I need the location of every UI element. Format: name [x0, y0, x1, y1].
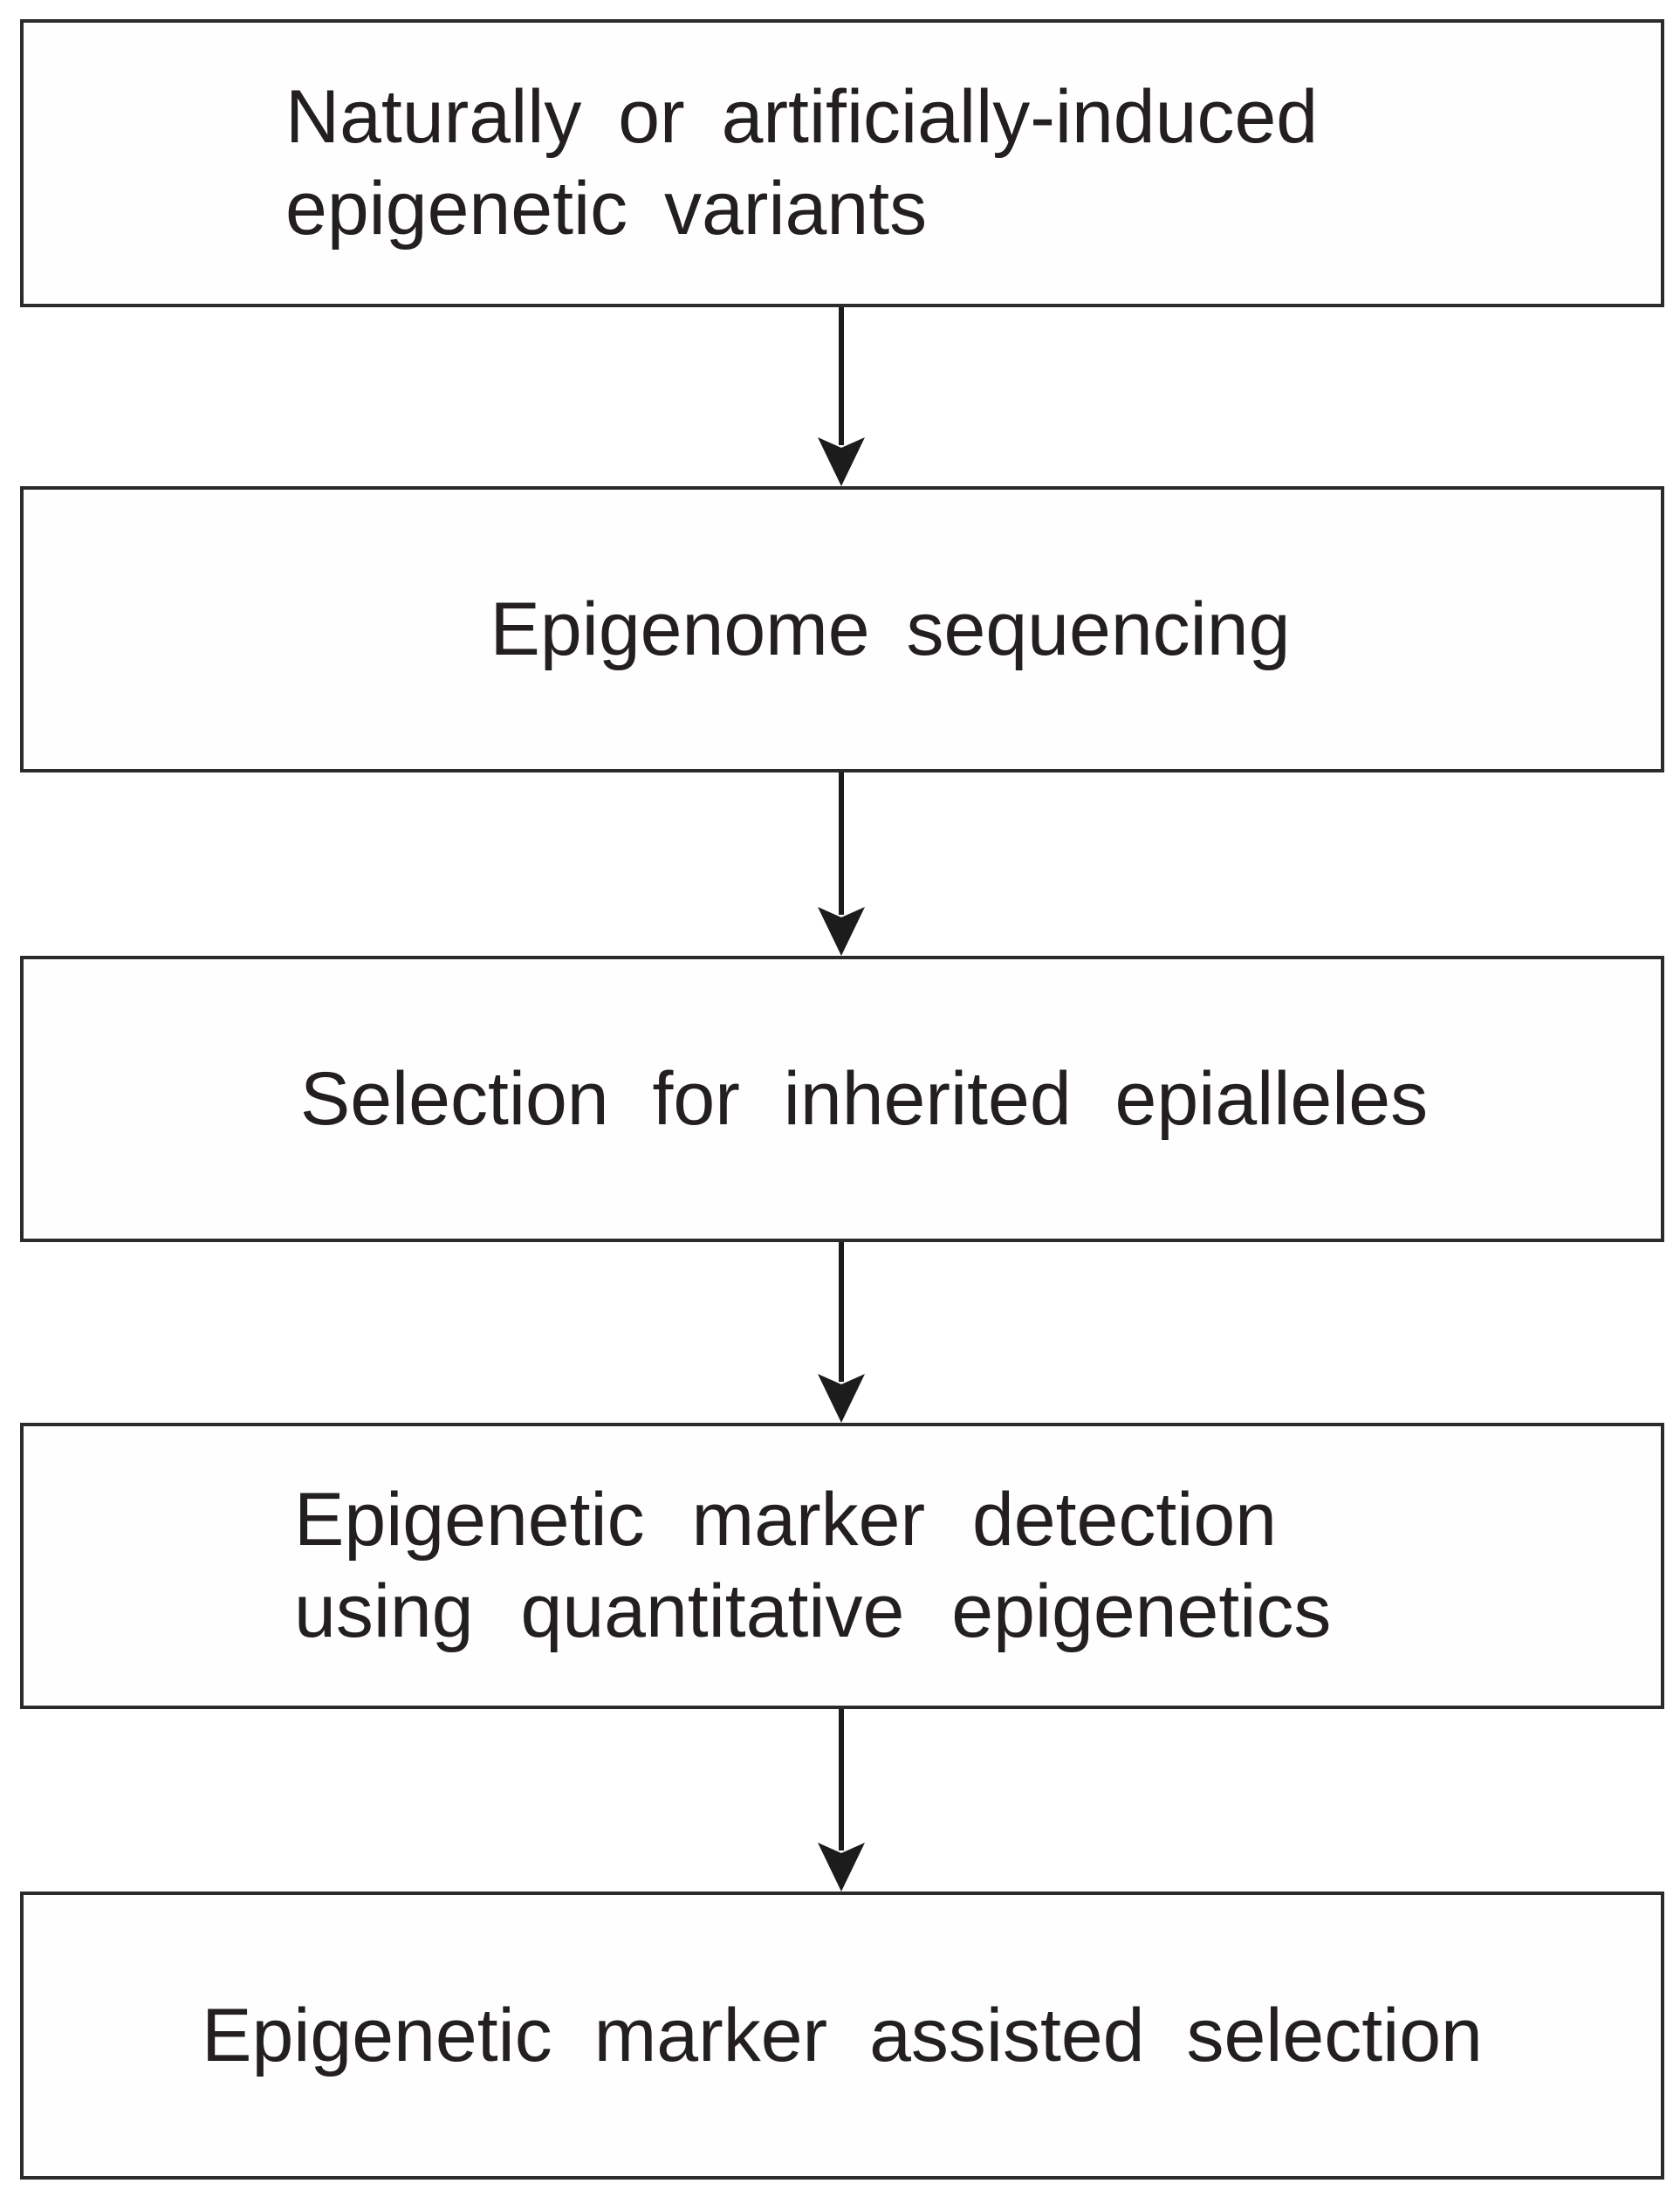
flow-box-marker-assisted-selection: Epigenetic marker assisted selection	[20, 1892, 1664, 2180]
flow-box-marker-detection: Epigenetic marker detection using quanti…	[20, 1423, 1664, 1709]
box-text-line: Epigenetic marker detection	[294, 1478, 1278, 1562]
down-arrow-icon	[818, 307, 865, 486]
box-text-line: epigenetic variants	[285, 167, 928, 251]
flow-box-selection-epialleles: Selection for inherited epialleles	[20, 956, 1664, 1242]
box-text-line: Epigenetic marker assisted selection	[202, 1993, 1483, 2077]
box-text-line: using quantitative epigenetics	[294, 1569, 1332, 1653]
down-arrow-icon	[818, 772, 865, 956]
flow-box-epigenetic-variants: Naturally or artificially-induced epigen…	[20, 19, 1664, 307]
flow-box-epigenome-sequencing: Epigenome sequencing	[20, 486, 1664, 772]
box-text-line: Epigenome sequencing	[490, 587, 1291, 671]
down-arrow-icon	[818, 1709, 865, 1892]
down-arrow-icon	[818, 1242, 865, 1423]
box-text-line: Naturally or artificially-induced	[285, 75, 1319, 160]
box-text-line: Selection for inherited epialleles	[299, 1056, 1429, 1141]
